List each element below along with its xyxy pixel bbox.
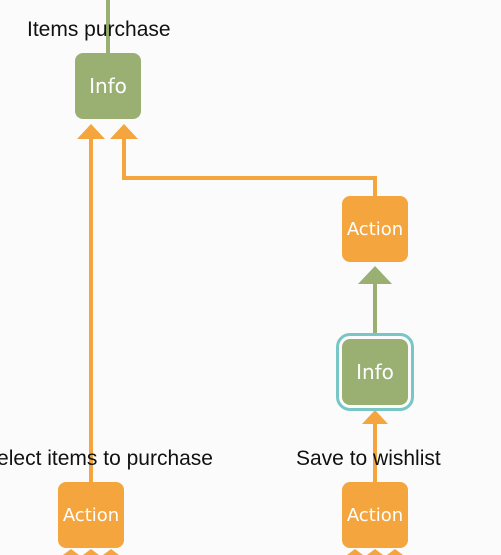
label-items-purchase: Items purchase <box>27 18 171 41</box>
arrowhead-left <box>77 124 105 139</box>
action-node-bottom-right[interactable]: Action <box>342 482 408 548</box>
arrowhead-bottom-right <box>362 410 388 424</box>
outgoing-stubs-right <box>347 549 403 555</box>
action-node-bottom-left[interactable]: Action <box>58 482 124 548</box>
arrowhead-elbow <box>110 124 138 139</box>
label-save-to-wishlist: Save to wishlist <box>296 447 441 470</box>
info-node-selected[interactable]: Info <box>336 333 414 411</box>
action-node-mid-right[interactable]: Action <box>342 196 408 262</box>
info-node-top[interactable]: Info <box>75 53 141 119</box>
edge-right-action-to-info <box>122 139 377 196</box>
label-select-items: Select items to purchase <box>0 447 213 470</box>
outgoing-stubs-left <box>63 549 119 555</box>
arrowhead-green <box>358 266 392 284</box>
